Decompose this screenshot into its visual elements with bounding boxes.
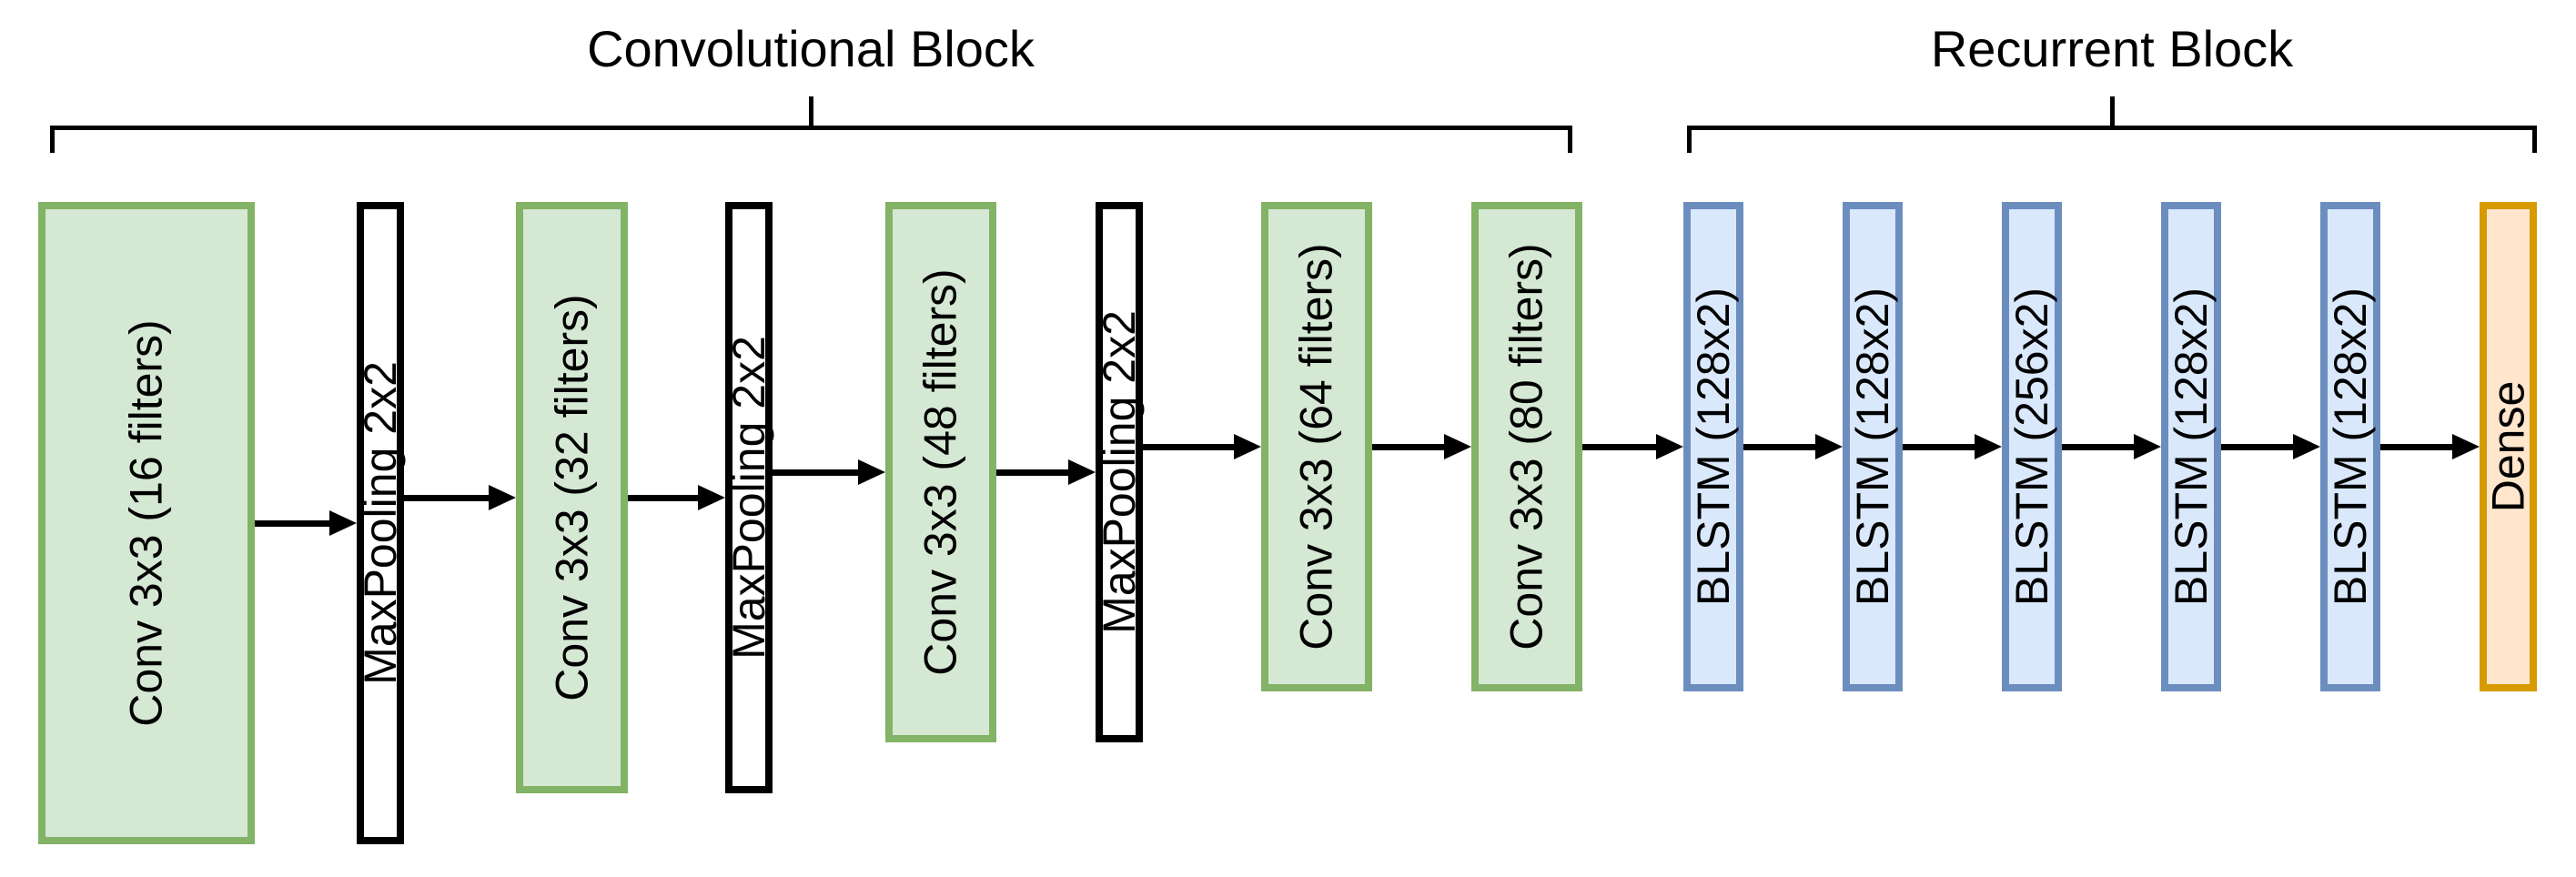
blstm-2-label: BLSTM (128x2) (1847, 287, 1898, 607)
conv-64-filters-label: Conv 3x3 (64 filters) (1291, 243, 1343, 650)
flow-arrow-head-icon (1656, 434, 1683, 459)
flow-arrow-shaft (773, 469, 862, 476)
flow-arrow-shaft (996, 469, 1072, 476)
recurrent-block-bracket (1687, 126, 2537, 130)
conv-16-filters-label: Conv 3x3 (16 filters) (121, 319, 173, 727)
conv-64-filters-box: Conv 3x3 (64 filters) (1261, 202, 1372, 691)
maxpool-3-label: MaxPooling 2x2 (1094, 310, 1146, 634)
convolutional-block-bracket (50, 126, 1572, 130)
maxpool-1-label: MaxPooling 2x2 (355, 361, 407, 685)
recurrent-block-bracket-right-tick (2532, 126, 2537, 153)
blstm-4-box: BLSTM (128x2) (2161, 202, 2221, 691)
convolutional-block-bracket-right-tick (1568, 126, 1572, 153)
conv-80-filters-label: Conv 3x3 (80 filters) (1501, 243, 1553, 650)
conv-48-filters-box: Conv 3x3 (48 filters) (885, 202, 996, 742)
dense-label: Dense (2482, 380, 2534, 513)
flow-arrow-head-icon (489, 485, 516, 510)
blstm-2-box: BLSTM (128x2) (1843, 202, 1903, 691)
flow-arrow-head-icon (329, 510, 357, 536)
flow-arrow-shaft (628, 495, 702, 501)
flow-arrow-shaft (404, 495, 492, 501)
flow-arrow-shaft (255, 520, 333, 527)
blstm-4-label: BLSTM (128x2) (2166, 287, 2217, 607)
conv-80-filters-box: Conv 3x3 (80 filters) (1471, 202, 1582, 691)
flow-arrow-head-icon (1068, 459, 1096, 485)
flow-arrow-head-icon (1444, 434, 1471, 459)
flow-arrow-head-icon (2134, 434, 2161, 459)
flow-arrow-shaft (2221, 444, 2297, 450)
flow-arrow-shaft (2380, 444, 2456, 450)
flow-arrow-head-icon (2452, 434, 2480, 459)
flow-arrow-head-icon (858, 459, 885, 485)
blstm-3-box: BLSTM (256x2) (2002, 202, 2062, 691)
convolutional-block-bracket-center-tick (809, 96, 813, 126)
flow-arrow-shaft (1743, 444, 1819, 450)
maxpool-2-label: MaxPooling 2x2 (723, 336, 775, 660)
blstm-5-label: BLSTM (128x2) (2325, 287, 2376, 607)
blstm-1-box: BLSTM (128x2) (1683, 202, 1743, 691)
blstm-3-label: BLSTM (256x2) (2006, 287, 2057, 607)
blstm-1-label: BLSTM (128x2) (1688, 287, 1739, 607)
recurrent-block-bracket-center-tick (2110, 96, 2115, 126)
flow-arrow-head-icon (1975, 434, 2002, 459)
flow-arrow-shaft (1582, 444, 1660, 450)
maxpool-1-box: MaxPooling 2x2 (355, 202, 407, 844)
conv-48-filters-label: Conv 3x3 (48 filters) (915, 268, 967, 676)
convolutional-block-bracket-left-tick (50, 126, 55, 153)
blstm-5-box: BLSTM (128x2) (2320, 202, 2380, 691)
conv-32-filters-box: Conv 3x3 (32 filters) (516, 202, 628, 793)
recurrent-block-title: Recurrent Block (1930, 20, 2294, 77)
conv-16-filters-box: Conv 3x3 (16 filters) (38, 202, 255, 844)
recurrent-block-bracket-left-tick (1687, 126, 1692, 153)
convolutional-block-title: Convolutional Block (587, 20, 1035, 77)
flow-arrow-head-icon (1234, 434, 1261, 459)
dense-box: Dense (2480, 202, 2537, 691)
flow-arrow-shaft (1903, 444, 1978, 450)
flow-arrow-head-icon (698, 485, 725, 510)
conv-32-filters-label: Conv 3x3 (32 filters) (546, 294, 598, 701)
flow-arrow-head-icon (1815, 434, 1843, 459)
maxpool-2-box: MaxPooling 2x2 (723, 202, 775, 793)
flow-arrow-head-icon (2293, 434, 2320, 459)
flow-arrow-shaft (1372, 444, 1448, 450)
flow-arrow-shaft (1143, 444, 1237, 450)
maxpool-3-box: MaxPooling 2x2 (1094, 202, 1146, 742)
flow-arrow-shaft (2062, 444, 2137, 450)
